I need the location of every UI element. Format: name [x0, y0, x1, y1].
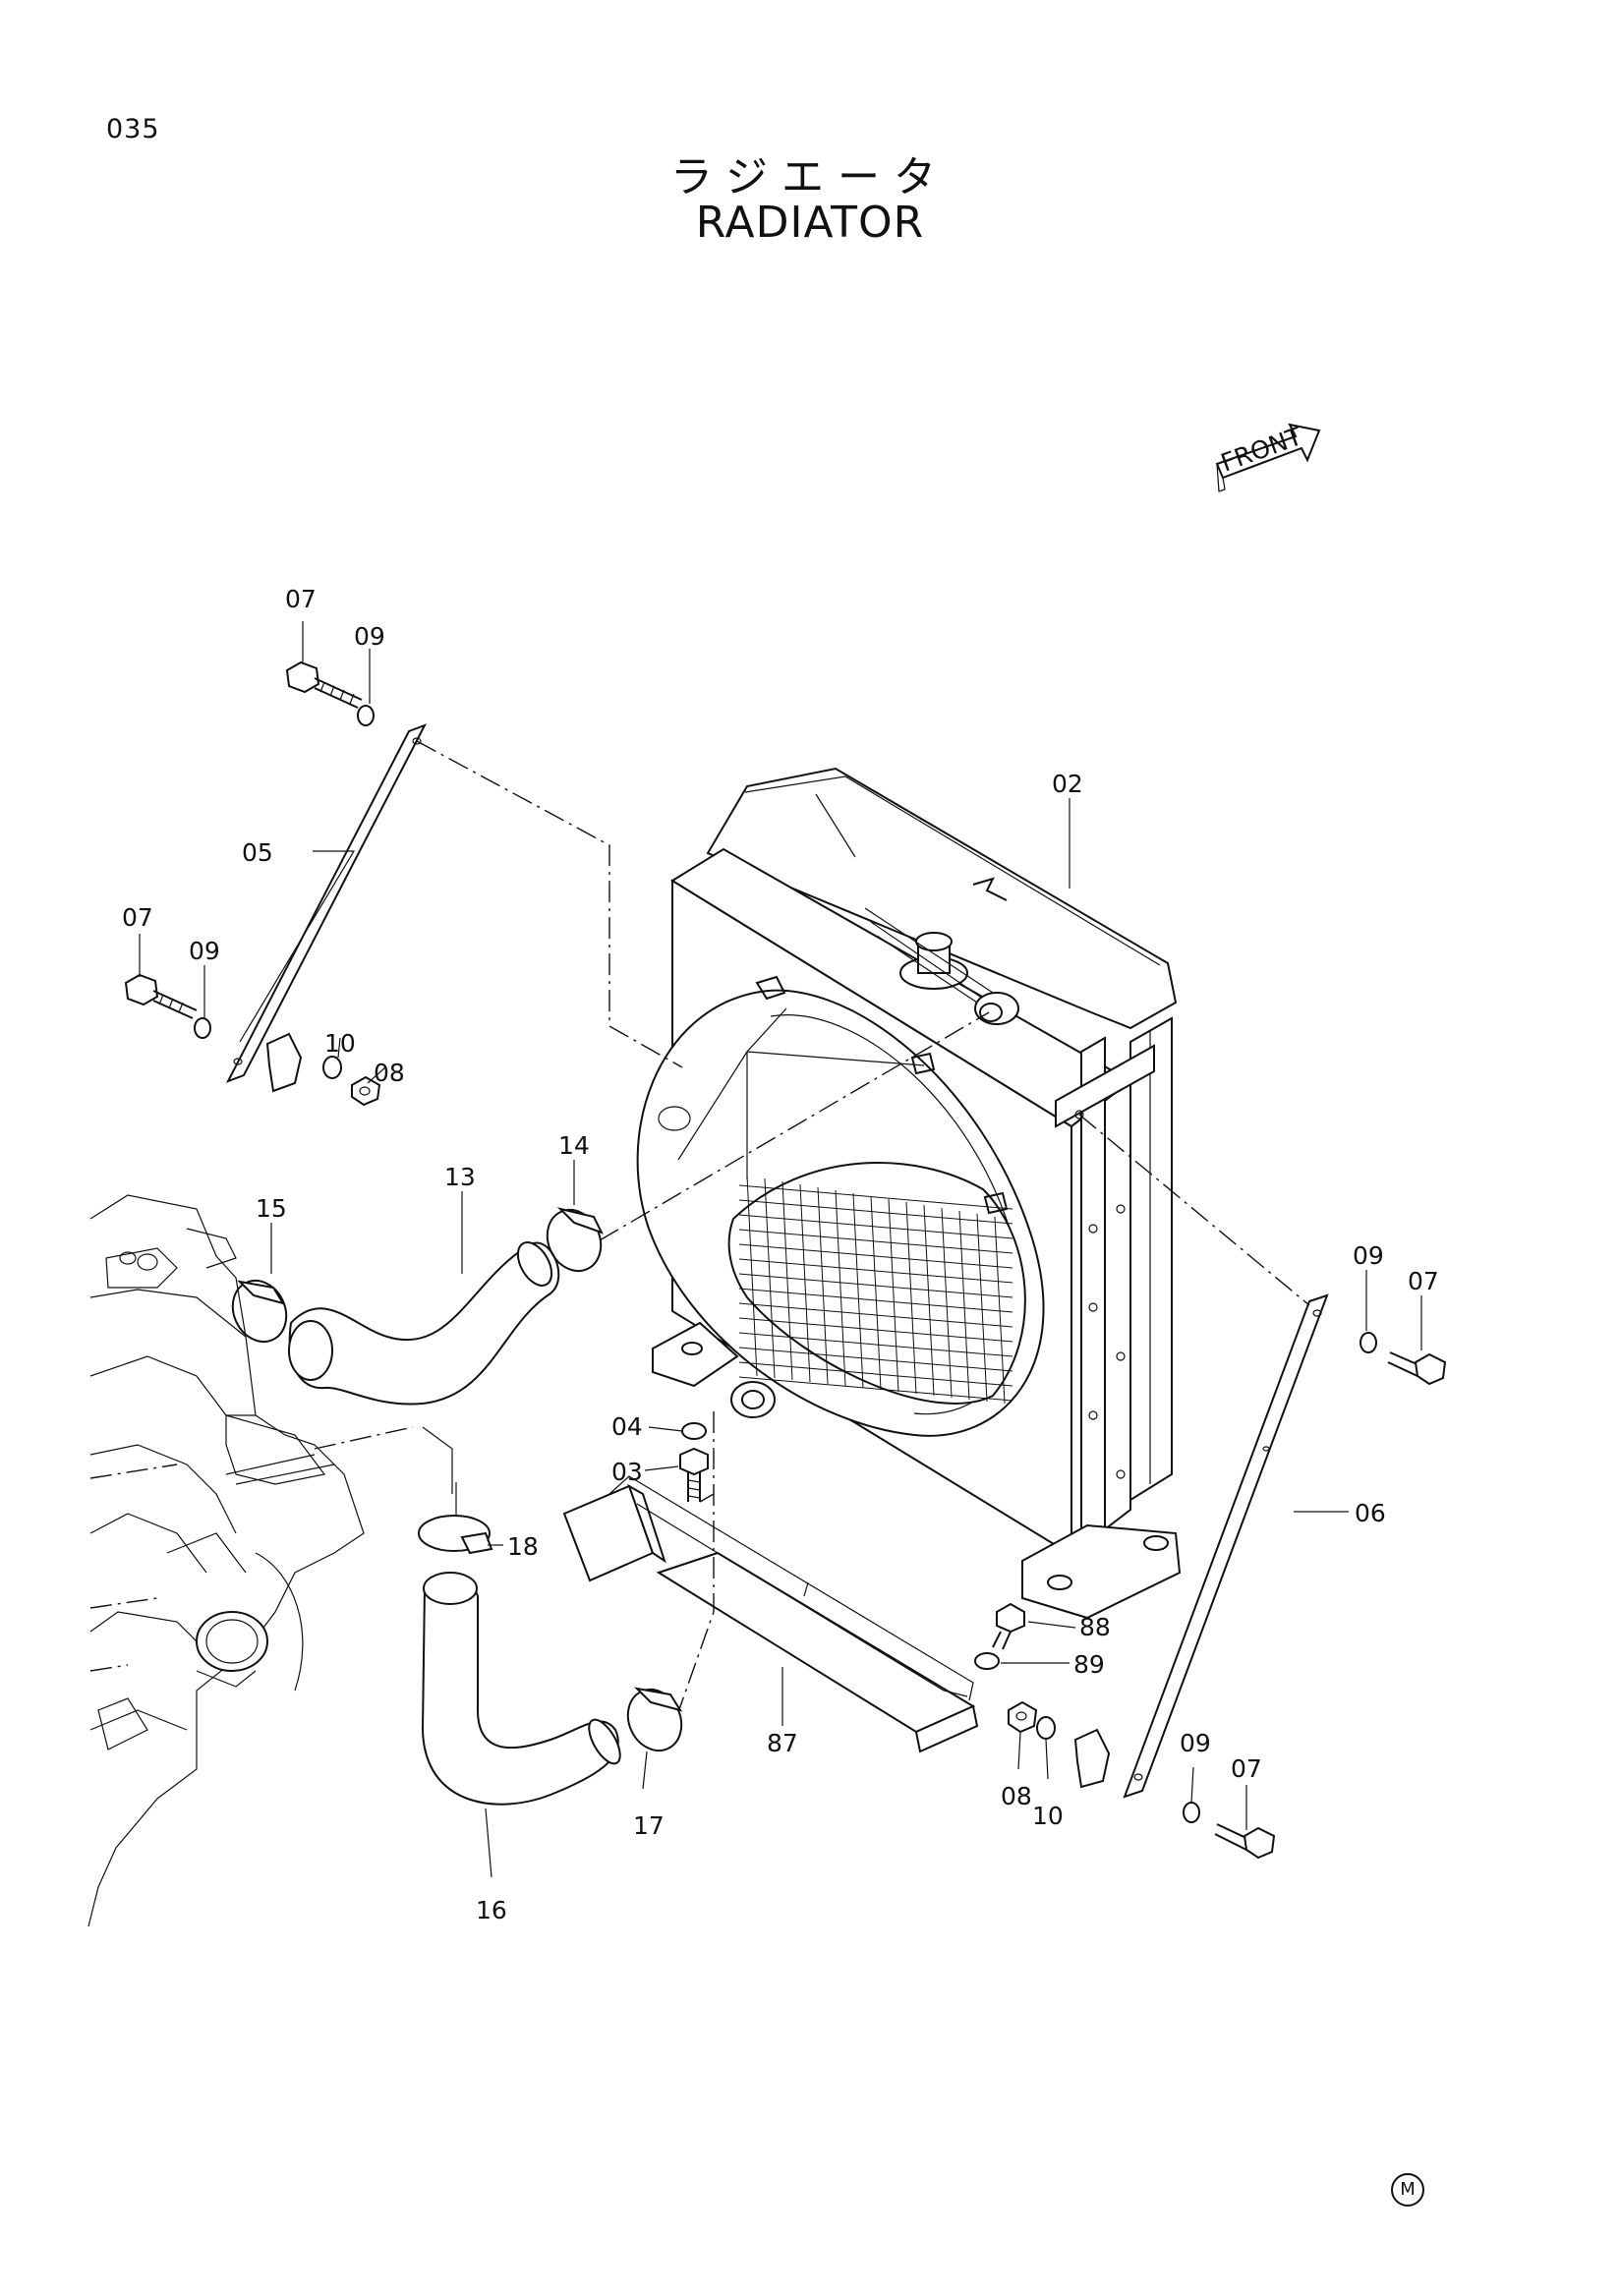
grille-line-horizontal [738, 1332, 1013, 1357]
clamp-14-icon [546, 1207, 605, 1273]
clamp-17-icon [626, 1687, 683, 1752]
washer-09-mid-icon [194, 1017, 211, 1039]
grille-line-horizontal [738, 1302, 1013, 1328]
title-japanese: ラジエータ [669, 153, 951, 202]
bracket-10-left-icon [265, 1032, 303, 1093]
grille-line-horizontal [738, 1258, 1013, 1284]
washer-09-right-icon [1360, 1332, 1377, 1353]
grille-line-horizontal [738, 1347, 1013, 1372]
callout-10-bottom: 10 [1032, 1802, 1064, 1830]
callout-08-left: 08 [374, 1059, 405, 1087]
alignment-lines [139, 621, 1422, 1878]
grille-line-horizontal [738, 1361, 1013, 1387]
callout-16: 16 [476, 1896, 507, 1924]
hose-13 [288, 1241, 560, 1406]
grille-line-vertical [764, 1177, 776, 1379]
bolt-03-icon [679, 1447, 709, 1502]
grille-line-vertical [870, 1195, 882, 1391]
grille-line-vertical [994, 1216, 1006, 1405]
callout-07-top: 07 [285, 585, 317, 613]
grille-line-vertical [905, 1201, 917, 1395]
callout-09-mid: 09 [189, 937, 220, 965]
washer-89-icon [974, 1652, 1000, 1670]
callout-15: 15 [256, 1194, 287, 1223]
callout-03: 03 [611, 1458, 643, 1486]
washer-10-bottom-icon [1036, 1716, 1056, 1740]
grille-line-horizontal [738, 1184, 1013, 1210]
grille-line-horizontal [738, 1288, 1013, 1313]
callout-09-top: 09 [354, 622, 385, 651]
grille-line-vertical [976, 1213, 988, 1403]
engine-block [87, 1194, 453, 1927]
callout-13: 13 [444, 1163, 476, 1191]
callout-04: 04 [611, 1412, 643, 1441]
clamp-18-icon [418, 1515, 493, 1555]
washer-10-left-icon [322, 1056, 342, 1079]
callout-07-right: 07 [1408, 1267, 1439, 1295]
callout-07-mid: 07 [122, 903, 153, 932]
callout-17: 17 [633, 1811, 665, 1840]
shroud-grille [738, 1175, 1013, 1405]
callout-87: 87 [767, 1729, 798, 1757]
grille-line-horizontal [738, 1199, 1013, 1225]
grille-line-horizontal [738, 1376, 1013, 1402]
bracket-10-bottom-icon [1073, 1728, 1111, 1789]
grille-line-horizontal [738, 1273, 1013, 1298]
nut-08-bottom-icon [1008, 1700, 1038, 1734]
grille-line-vertical [799, 1183, 811, 1383]
callout-88: 88 [1079, 1613, 1111, 1641]
fan-shroud [636, 975, 1045, 1437]
callout-09-bottom: 09 [1180, 1729, 1211, 1757]
title-english: RADIATOR [695, 198, 925, 248]
front-arrow-icon: FRONT [1215, 422, 1321, 492]
grille-line-horizontal [738, 1229, 1013, 1254]
callout-02: 02 [1052, 770, 1083, 798]
bolt-07-mid-icon [124, 973, 198, 1019]
callout-14: 14 [558, 1131, 590, 1160]
callout-06: 06 [1355, 1499, 1386, 1527]
page-number: 035 [106, 114, 160, 144]
callout-labels: 07 09 05 07 09 10 08 02 14 13 15 09 07 0… [122, 585, 1439, 1924]
callout-18: 18 [507, 1532, 539, 1561]
callout-07-bottom: 07 [1231, 1754, 1262, 1783]
washer-04-icon [681, 1422, 707, 1440]
callout-05: 05 [242, 838, 273, 867]
grille-line-vertical [817, 1186, 829, 1385]
bolt-07-bottom-icon [1214, 1823, 1276, 1860]
callout-08-bottom: 08 [1001, 1782, 1032, 1810]
grille-line-vertical [958, 1210, 970, 1401]
stay-05 [225, 723, 428, 1083]
nut-08-left-icon [351, 1075, 381, 1107]
callout-09-right: 09 [1353, 1241, 1384, 1270]
grille-line-horizontal [738, 1214, 1013, 1239]
callout-10-left: 10 [324, 1029, 356, 1058]
grille-line-vertical [746, 1175, 758, 1377]
bolt-88-icon [992, 1602, 1025, 1650]
grille-line-vertical [852, 1192, 864, 1389]
grille-line-horizontal [738, 1243, 1013, 1269]
callout-89: 89 [1073, 1650, 1105, 1679]
hose-16 [421, 1572, 621, 1806]
washer-09-bottom-icon [1183, 1802, 1200, 1823]
grille-line-vertical [781, 1180, 793, 1381]
grille-line-horizontal [738, 1317, 1013, 1343]
seal-87 [562, 1475, 979, 1753]
washer-09-top-icon [357, 705, 375, 726]
bolt-07-top-icon [285, 660, 363, 709]
bolt-07-right-icon [1387, 1351, 1447, 1386]
stay-06 [1123, 1293, 1329, 1799]
brand-mark-icon: M [1391, 2173, 1424, 2207]
grille-line-vertical [888, 1198, 899, 1393]
clamp-15-icon [231, 1279, 288, 1344]
front-label: FRONT [1217, 422, 1306, 478]
